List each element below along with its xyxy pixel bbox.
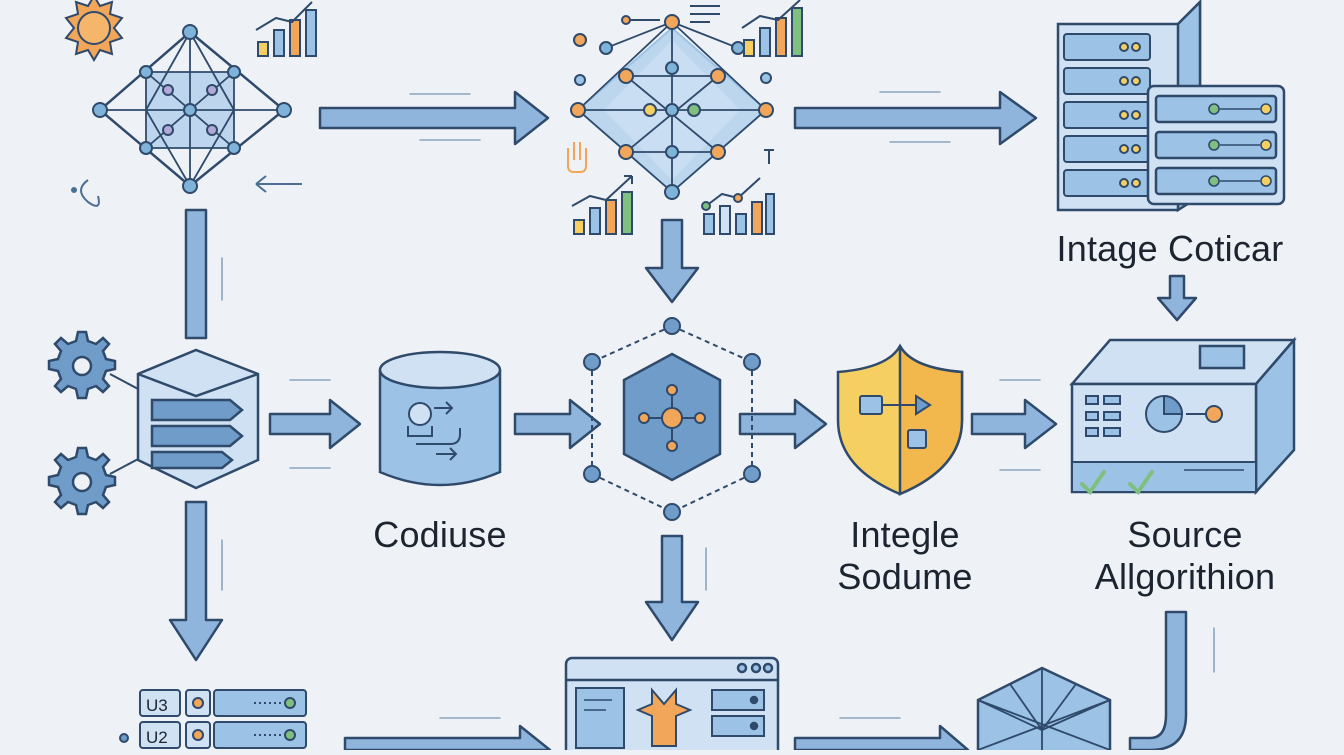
arrow-center-down-2	[644, 534, 700, 642]
arrow-mid-1	[268, 398, 362, 450]
server-tag-u2: U2	[146, 728, 168, 747]
label-intage-coticar: Intage Coticar	[1020, 228, 1320, 270]
arrow-left-top-shaft	[184, 208, 208, 340]
label-line-2: Sodume	[837, 556, 973, 597]
gear-icon	[47, 446, 117, 516]
label-line-2: Allgorithion	[1094, 556, 1276, 597]
bar-chart-icon	[701, 177, 775, 235]
hexagon-network-icon	[583, 317, 761, 521]
server-rack-icon	[1056, 0, 1286, 213]
arrow-left-down	[168, 500, 224, 662]
arrow-mid-2	[513, 398, 602, 450]
label-line-1: Integle	[850, 514, 960, 555]
cylinder-icon	[378, 350, 502, 487]
machine-icon	[1069, 336, 1297, 496]
bar-chart-icon	[571, 175, 633, 235]
arrow-bottom-2	[793, 724, 970, 752]
bar-chart-icon	[255, 1, 317, 57]
browser-window-icon	[564, 656, 780, 755]
arrow-bottom-1	[343, 724, 552, 752]
label-text: Intage Coticar	[1056, 228, 1284, 269]
label-text: Codiuse	[373, 514, 507, 555]
cube-icon	[976, 666, 1112, 755]
label-source-allgorithion: Source Allgorithion	[1060, 514, 1310, 598]
server-tag-u3: U3	[146, 696, 168, 715]
shield-icon	[836, 343, 964, 496]
arrow-center-down-1	[644, 218, 700, 304]
label-integle-sodume: Integle Sodume	[800, 514, 1010, 598]
arrow-mid-3	[738, 398, 828, 450]
diamond-network-icon	[567, 5, 774, 200]
server-list-icon	[119, 689, 307, 749]
arrow-mid-4	[970, 398, 1058, 450]
gear-icon	[47, 330, 117, 400]
label-codiuse: Codiuse	[340, 514, 540, 556]
network-graph-icon	[71, 24, 302, 207]
arrows	[168, 90, 1198, 752]
arrow-right-down	[1156, 274, 1198, 322]
sun-icon	[64, 0, 124, 62]
arrow-right-curve	[1128, 610, 1188, 752]
bar-chart-icon	[741, 0, 803, 57]
label-line-1: Source	[1127, 514, 1243, 555]
database-icon	[136, 348, 260, 490]
motion-lines	[221, 91, 1215, 719]
arrow-top-1	[318, 90, 550, 146]
arrow-top-2	[793, 90, 1038, 146]
